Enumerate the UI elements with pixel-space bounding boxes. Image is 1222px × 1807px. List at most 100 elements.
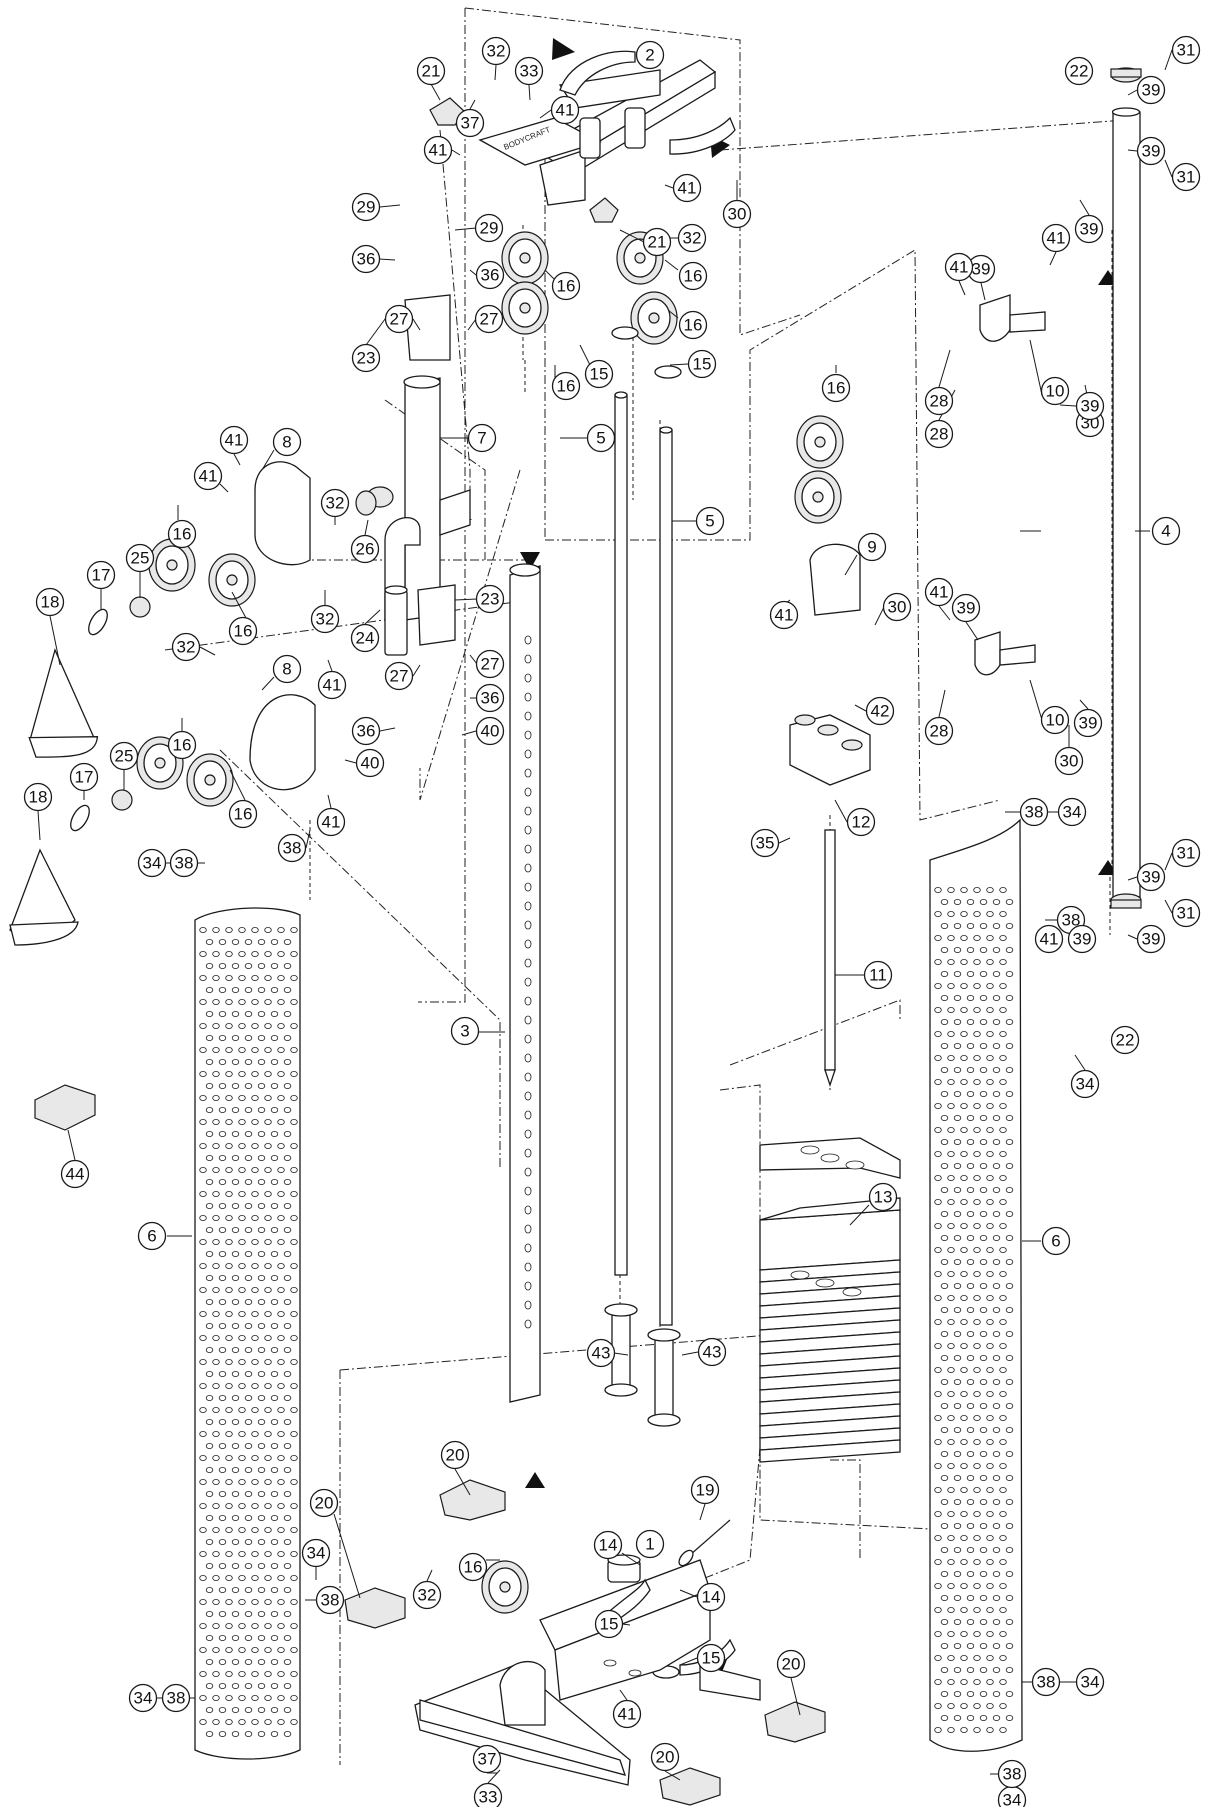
svg-text:42: 42 <box>871 702 890 721</box>
callout-41: 41 <box>924 577 954 607</box>
svg-text:20: 20 <box>315 1494 334 1513</box>
callout-16: 16 <box>228 799 258 829</box>
callout-leader-line <box>494 64 497 81</box>
svg-text:27: 27 <box>390 310 409 329</box>
callout-leader-line <box>965 621 979 641</box>
callout-leader-line <box>469 654 478 665</box>
small-parts <box>34 97 619 1131</box>
callout-24: 24 <box>350 623 380 653</box>
svg-text:38: 38 <box>175 854 194 873</box>
callout-38: 38 <box>315 1585 345 1615</box>
callout-leader-line <box>261 449 275 471</box>
svg-text:44: 44 <box>66 1165 85 1184</box>
callout-8: 8 <box>272 427 302 457</box>
callout-27: 27 <box>384 304 414 334</box>
callout-leader-line <box>469 269 477 276</box>
svg-text:41: 41 <box>930 583 949 602</box>
callout-15: 15 <box>687 349 717 379</box>
svg-text:20: 20 <box>656 1748 675 1767</box>
svg-text:31: 31 <box>1177 904 1196 923</box>
callout-36: 36 <box>351 716 381 746</box>
callout-36: 36 <box>351 244 381 274</box>
callout-leader-line <box>664 184 674 189</box>
pulley <box>501 231 549 285</box>
svg-text:6: 6 <box>1051 1232 1060 1251</box>
callout-leader-line <box>1164 159 1173 178</box>
callout-leader-line <box>667 309 679 319</box>
callout-4: 4 <box>1151 516 1181 546</box>
callout-leader-line <box>669 363 689 366</box>
callout-leader-line <box>231 591 247 619</box>
callout-leader-line <box>305 829 311 849</box>
svg-text:29: 29 <box>480 219 499 238</box>
svg-text:30: 30 <box>1060 752 1079 771</box>
callout-leader-line <box>579 344 591 366</box>
callout-21: 21 <box>642 227 672 257</box>
callout-41: 41 <box>769 600 799 630</box>
left-upright-3 <box>509 563 541 1403</box>
svg-text:38: 38 <box>1003 1765 1022 1784</box>
svg-text:38: 38 <box>321 1591 340 1610</box>
svg-text:3: 3 <box>460 1022 469 1041</box>
callout-leader-line <box>790 1677 801 1716</box>
callout-26: 26 <box>350 534 380 564</box>
callout-leader-line <box>199 646 216 656</box>
top-frame: BODYCRAFT <box>478 50 736 206</box>
svg-text:28: 28 <box>930 425 949 444</box>
callout-leader-line <box>364 519 369 536</box>
callout-41: 41 <box>316 807 346 837</box>
callout-28: 28 <box>924 419 954 449</box>
callout-34: 34 <box>997 1785 1027 1807</box>
right-shroud-6 <box>929 818 1023 1752</box>
svg-text:24: 24 <box>356 629 375 648</box>
callout-27: 27 <box>384 661 414 691</box>
svg-text:34: 34 <box>134 1689 153 1708</box>
callout-41: 41 <box>219 425 249 455</box>
callout-15: 15 <box>584 359 614 389</box>
svg-text:8: 8 <box>282 660 291 679</box>
callout-leader-line <box>1079 199 1090 216</box>
callout-31: 31 <box>1171 35 1201 65</box>
svg-text:15: 15 <box>693 355 712 374</box>
callout-leader-line <box>467 318 477 331</box>
svg-text:14: 14 <box>599 1536 618 1555</box>
callout-12: 12 <box>846 807 876 837</box>
callout-13: 13 <box>868 1182 898 1212</box>
svg-text:10: 10 <box>1046 711 1065 730</box>
svg-text:5: 5 <box>596 429 605 448</box>
callout-leader-line <box>778 837 791 844</box>
svg-text:15: 15 <box>702 1649 721 1668</box>
callout-29: 29 <box>474 213 504 243</box>
callout-17: 17 <box>86 560 116 590</box>
svg-text:16: 16 <box>827 379 846 398</box>
callout-leader-line <box>49 615 61 666</box>
callout-leader-line <box>327 794 332 809</box>
callout-leader-line <box>233 453 241 466</box>
pulley <box>208 553 256 607</box>
base-frame-1 <box>414 1559 761 1786</box>
svg-text:17: 17 <box>75 768 94 787</box>
svg-text:4: 4 <box>1161 522 1170 541</box>
svg-text:41: 41 <box>429 141 448 160</box>
svg-text:39: 39 <box>1080 220 1099 239</box>
svg-text:40: 40 <box>481 722 500 741</box>
callout-leader-line <box>539 109 552 119</box>
svg-text:18: 18 <box>41 593 60 612</box>
callout-14: 14 <box>696 1582 726 1612</box>
callout-leader-line <box>664 1770 681 1781</box>
svg-text:33: 33 <box>520 62 539 81</box>
callout-leader-line <box>1029 339 1043 396</box>
callout-16: 16 <box>678 261 708 291</box>
callout-27: 27 <box>475 649 505 679</box>
svg-text:34: 34 <box>1076 1075 1095 1094</box>
callout-42: 42 <box>865 696 895 726</box>
springs-43 <box>604 1303 681 1427</box>
svg-text:39: 39 <box>1142 930 1161 949</box>
svg-text:30: 30 <box>888 598 907 617</box>
callout-36: 36 <box>475 683 505 713</box>
callout-41: 41 <box>1034 924 1064 954</box>
callout-27: 27 <box>474 304 504 334</box>
callout-32: 32 <box>412 1580 442 1610</box>
svg-text:27: 27 <box>390 667 409 686</box>
callout-25: 25 <box>125 543 155 573</box>
